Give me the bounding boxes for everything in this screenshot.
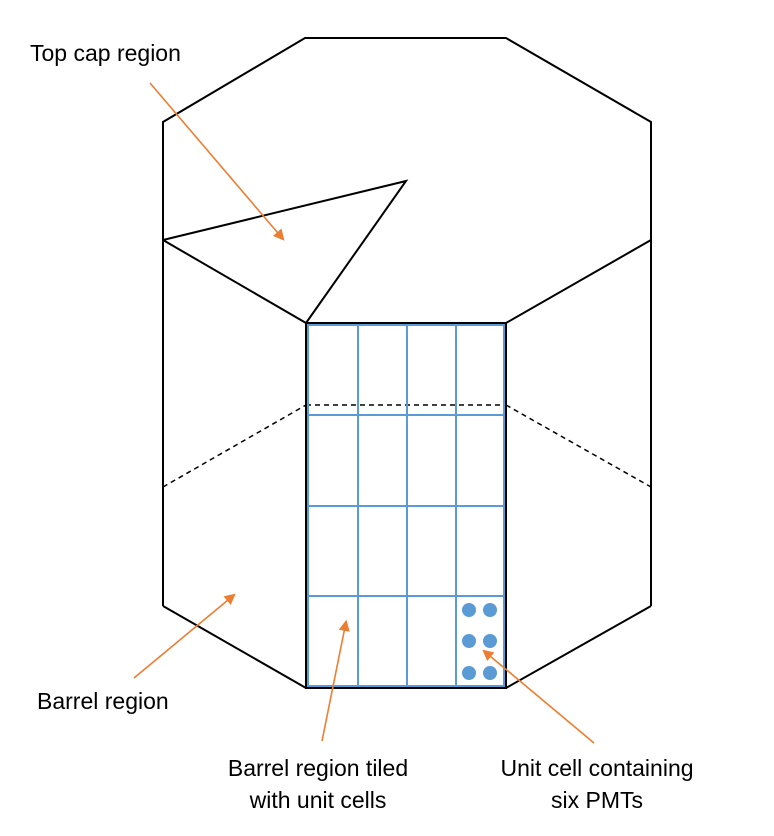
arrow-top-cap [149, 82, 285, 241]
arrow-unit-cell [482, 649, 595, 744]
top-cap-triangle [162, 179, 409, 324]
tiled-label-line-2: with unit cells [249, 787, 387, 813]
top-cap-left-edge [162, 239, 307, 324]
bottom-left-edge [162, 605, 307, 689]
top-cap-outline [162, 37, 652, 240]
top-cap-label: Top cap region [30, 40, 181, 66]
arrow-barrel [133, 593, 236, 679]
top-cap-right-edge [505, 239, 652, 324]
pmt-group [462, 603, 497, 680]
detector-outline [162, 37, 652, 689]
pointer-arrows [133, 82, 595, 744]
unit-cell-grid [307, 324, 505, 687]
pmt-circle [483, 634, 497, 648]
pmt-circle [483, 603, 497, 617]
pmt-circle [462, 603, 476, 617]
pmt-circle [483, 666, 497, 680]
unit-cell-label-line-2: six PMTs [551, 787, 643, 813]
tiled-label-line-1: Barrel region tiled [227, 755, 409, 781]
pmt-circle [462, 666, 476, 680]
arrow-tiled [321, 619, 350, 742]
unit-cell-label-line-1: Unit cell containing [500, 755, 694, 781]
pmt-circle [462, 634, 476, 648]
front-panel-outline [305, 322, 507, 689]
unit-cell-label: Unit cell containing six PMTs [482, 752, 712, 816]
hidden-edge-right [505, 404, 652, 488]
tiled-label: Barrel region tiled with unit cells [208, 752, 428, 816]
hidden-edge-left [162, 404, 307, 488]
barrel-label: Barrel region [37, 688, 169, 714]
bottom-right-edge [505, 605, 652, 689]
